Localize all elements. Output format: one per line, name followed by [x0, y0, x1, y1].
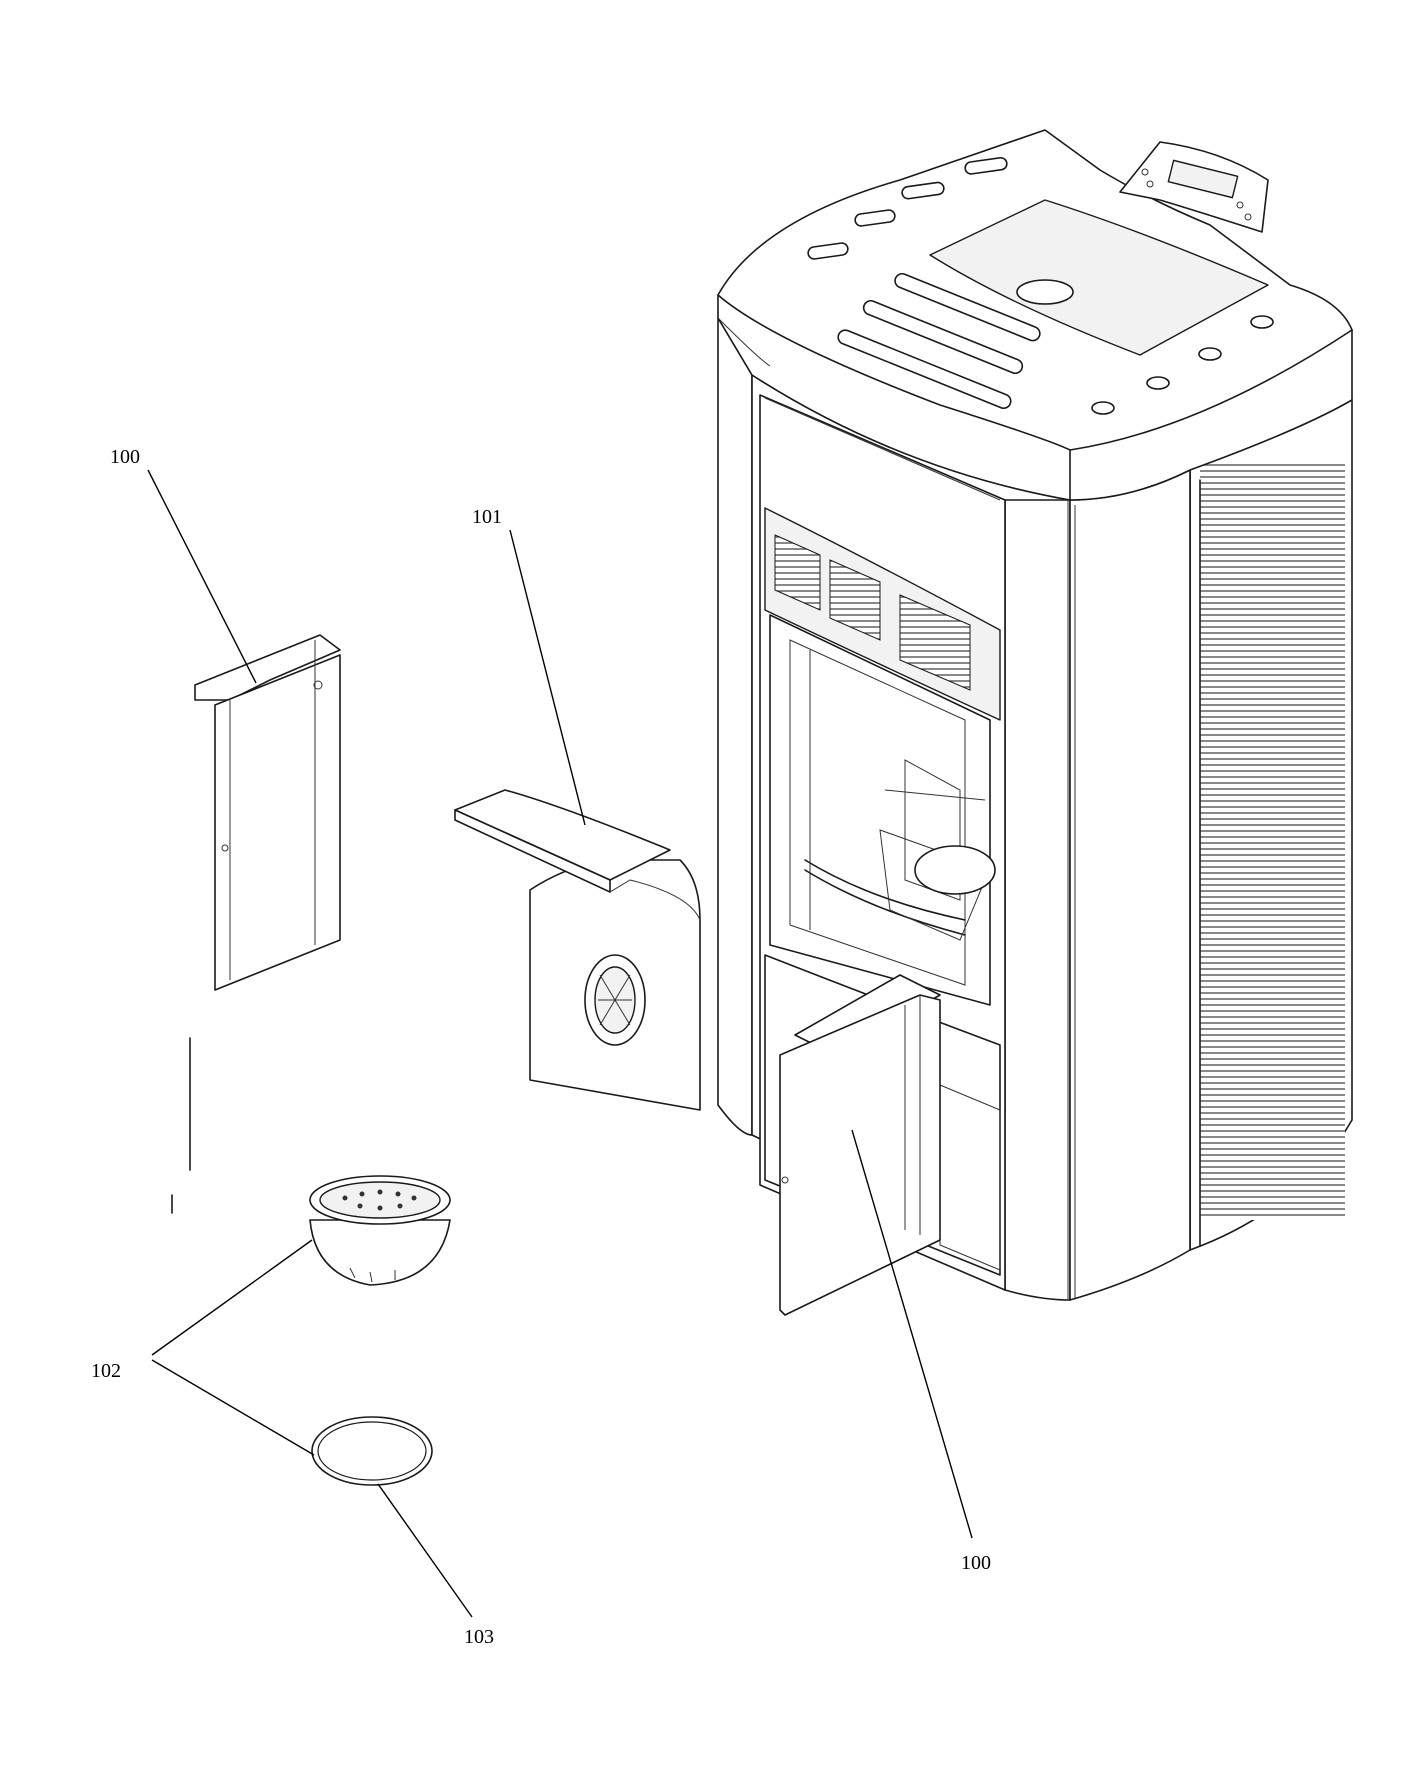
part-102-burner-cup [309, 1175, 451, 1286]
assembly-markers [171, 1037, 191, 1214]
stove-top-lid [929, 199, 1269, 356]
leader-lines [147, 469, 973, 1618]
stove-control-panel [1119, 141, 1269, 233]
leader-103 [377, 1483, 473, 1618]
leader-102-a [151, 1239, 313, 1356]
leader-100-left [147, 469, 257, 684]
callout-100-left: 100 [110, 446, 140, 468]
stove-burn-pot [914, 845, 996, 895]
stove-front-body [717, 317, 753, 1136]
part-100-left-panel [194, 634, 341, 991]
stove-top-lid-knob [1016, 279, 1074, 305]
stove-side-grille [1200, 460, 1345, 1220]
callout-102: 102 [91, 1360, 121, 1382]
stove-vent-grilles [774, 534, 971, 691]
part-101-shroud [454, 789, 701, 1111]
leader-100-right [851, 1129, 973, 1539]
stove-top-buttons [1091, 315, 1274, 415]
leader-102-b [151, 1359, 315, 1456]
stove-top-slots [807, 156, 1041, 410]
leader-101 [509, 529, 586, 826]
callout-100-right: 100 [961, 1552, 991, 1574]
part-101-fan-opening [584, 954, 646, 1046]
part-103-gasket-ring [311, 1416, 433, 1486]
stove-body [717, 129, 1353, 1301]
callout-103: 103 [464, 1626, 494, 1648]
stove-firebox [769, 614, 991, 1006]
callout-101: 101 [472, 506, 502, 528]
